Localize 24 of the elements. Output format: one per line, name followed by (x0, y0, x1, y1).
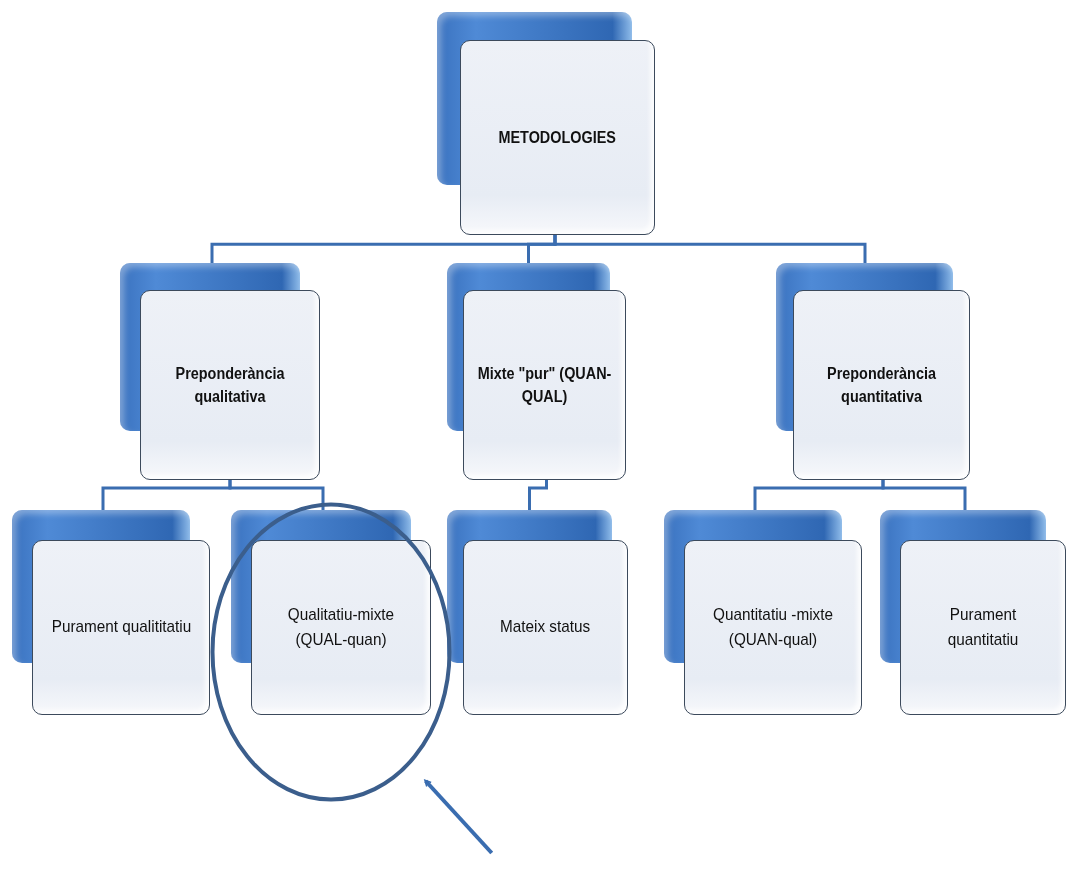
process-box (120, 263, 320, 480)
node-label: Quantitatiu -mixte (QUAN-qual) (712, 603, 834, 651)
node-label: Purament quantitatiu (946, 603, 1020, 651)
node-label: Preponderància qualitativa (174, 363, 286, 407)
process-box (231, 510, 431, 715)
node-label: Purament qualititatiu (51, 616, 191, 639)
process-box (437, 12, 655, 235)
process-box (664, 510, 862, 715)
node-label: Mateix status (500, 616, 591, 639)
node-label: METODOLOGIES (498, 127, 617, 148)
process-box (776, 263, 970, 480)
process-box (447, 510, 628, 715)
arrow (424, 779, 494, 855)
node-label: Mixte "pur" (QUAN-QUAL) (477, 363, 612, 407)
process-box (880, 510, 1066, 715)
connector-line (528, 480, 548, 510)
process-box (12, 510, 210, 715)
connector-line (881, 480, 967, 510)
node-label: Preponderància quantitativa (826, 363, 937, 407)
connector-line (553, 235, 867, 263)
node-label: Qualitatiu-mixte (QUAL-quan) (286, 603, 396, 651)
process-box (447, 263, 626, 480)
highlight-circle (210, 502, 452, 802)
connector-line (228, 480, 325, 510)
